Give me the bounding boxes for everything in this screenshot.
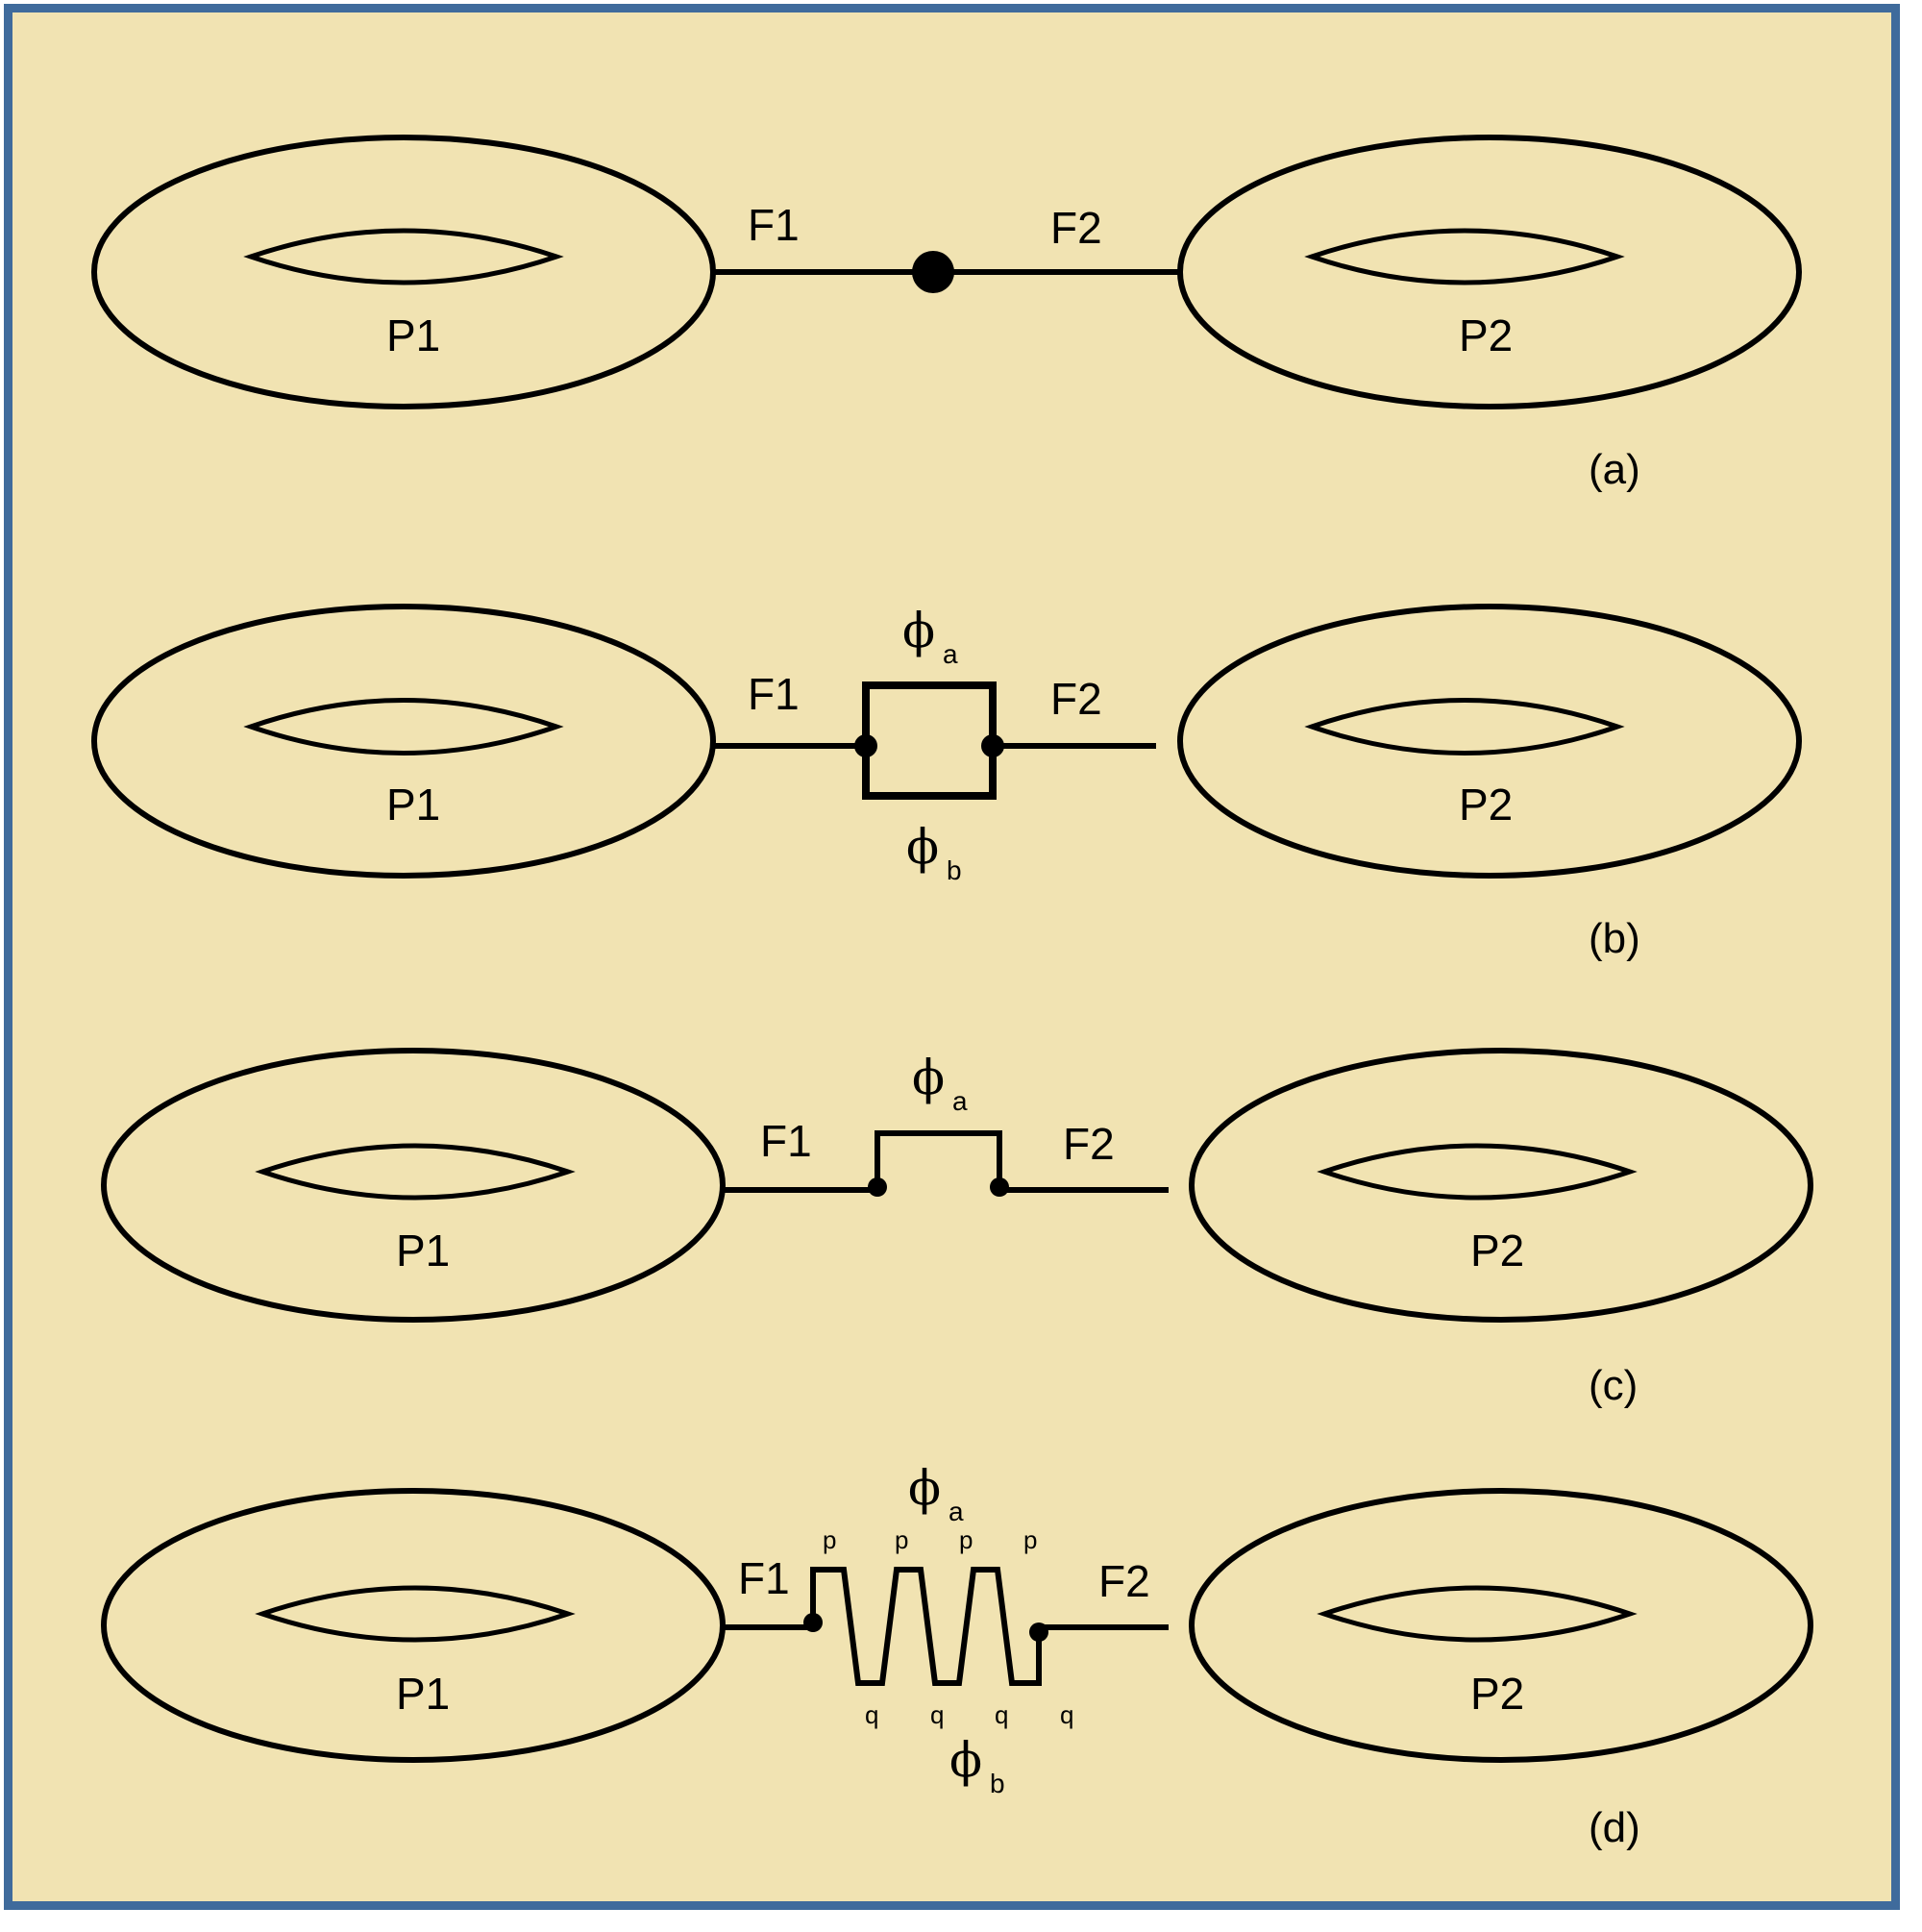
torus-p1 <box>91 135 716 409</box>
torus-p1 <box>91 604 716 879</box>
peak-label: p <box>959 1525 973 1554</box>
fiber-f1-label: F1 <box>748 200 800 250</box>
trough-label: q <box>1060 1700 1073 1729</box>
panel-label-b: (b) <box>1589 915 1640 962</box>
trough-label: q <box>930 1700 944 1729</box>
torus-hole <box>1304 228 1625 285</box>
panel-c: P1 P2 F1 F2 ϕ a (c) <box>101 1048 1813 1409</box>
peak-label: p <box>895 1525 908 1554</box>
phi-a-symbol: ϕ <box>902 603 935 658</box>
torus-p2-label: P2 <box>1470 1669 1524 1719</box>
panel-label-c: (c) <box>1589 1362 1638 1409</box>
fiber-f1-label: F1 <box>738 1553 790 1603</box>
panel-b: P1 P2 F1 F2 ϕ a ϕ b (b) <box>91 603 1802 962</box>
phi-a-subscript: a <box>952 1086 968 1116</box>
torus-p1 <box>101 1048 726 1323</box>
phi-a-symbol: ϕ <box>912 1050 945 1105</box>
torus-p2-label: P2 <box>1459 780 1513 830</box>
peak-label: p <box>1023 1525 1037 1554</box>
fiber-f2-label: F2 <box>1050 674 1102 724</box>
phi-b-symbol: ϕ <box>906 819 939 875</box>
junction-point <box>1029 1622 1048 1642</box>
fiber-f1-label: F1 <box>760 1116 812 1166</box>
torus-p1-label: P1 <box>396 1226 450 1276</box>
panel-label-d: (d) <box>1589 1804 1640 1851</box>
fiber-f2-label: F2 <box>1063 1119 1115 1169</box>
torus-hole <box>255 1585 576 1643</box>
fiber-path-a <box>724 1130 1169 1193</box>
loop-box <box>862 681 997 800</box>
torus-hole <box>243 698 564 755</box>
fiber-f2-label: F2 <box>1050 203 1102 253</box>
panel-label-a: (a) <box>1589 446 1640 493</box>
junction-point <box>868 1177 887 1197</box>
phi-a-subscript: a <box>949 1497 964 1526</box>
torus-hole <box>243 228 564 285</box>
torus-p1-label: P1 <box>386 780 440 830</box>
torus-p2 <box>1189 1488 1813 1763</box>
torus-hole <box>1304 698 1625 755</box>
trough-label: q <box>865 1700 878 1729</box>
phi-b-symbol: ϕ <box>949 1732 982 1788</box>
torus-p1-label: P1 <box>396 1669 450 1719</box>
phi-a-symbol: ϕ <box>908 1460 941 1516</box>
phi-b-subscript: b <box>947 855 962 885</box>
junction-point <box>990 1177 1009 1197</box>
torus-hole <box>1317 1143 1638 1201</box>
trough-label: q <box>995 1700 1008 1729</box>
phi-b-subscript: b <box>990 1769 1005 1798</box>
peak-label: p <box>823 1525 836 1554</box>
fiber-f2-label: F2 <box>1098 1556 1150 1606</box>
phi-a-subscript: a <box>943 639 958 669</box>
torus-p2 <box>1177 135 1802 409</box>
torus-hole <box>255 1143 576 1201</box>
junction-point <box>912 251 954 293</box>
torus-p2 <box>1189 1048 1813 1323</box>
junction-point <box>854 734 877 757</box>
torus-hole <box>1317 1585 1638 1643</box>
torus-p2 <box>1177 604 1802 879</box>
torus-p1 <box>101 1488 726 1763</box>
torus-p2-label: P2 <box>1459 310 1513 360</box>
torus-p1-label: P1 <box>386 310 440 360</box>
panel-d: P1 P2 F1 F2 ϕ a ϕ b p p p p q q q q (d) <box>101 1460 1813 1851</box>
fiber-f1-label: F1 <box>748 669 800 719</box>
junction-point <box>803 1613 823 1632</box>
figure-frame: P1 P2 F1 F2 (a) P1 P2 F1 F2 ϕ a ϕ b (b) … <box>4 4 1900 1910</box>
torus-p2-label: P2 <box>1470 1226 1524 1276</box>
panel-a: P1 P2 F1 F2 (a) <box>91 135 1802 493</box>
junction-point <box>981 734 1004 757</box>
fiber-zigzag-path <box>724 1567 1169 1686</box>
diagram-canvas: P1 P2 F1 F2 (a) P1 P2 F1 F2 ϕ a ϕ b (b) … <box>91 135 1813 1851</box>
